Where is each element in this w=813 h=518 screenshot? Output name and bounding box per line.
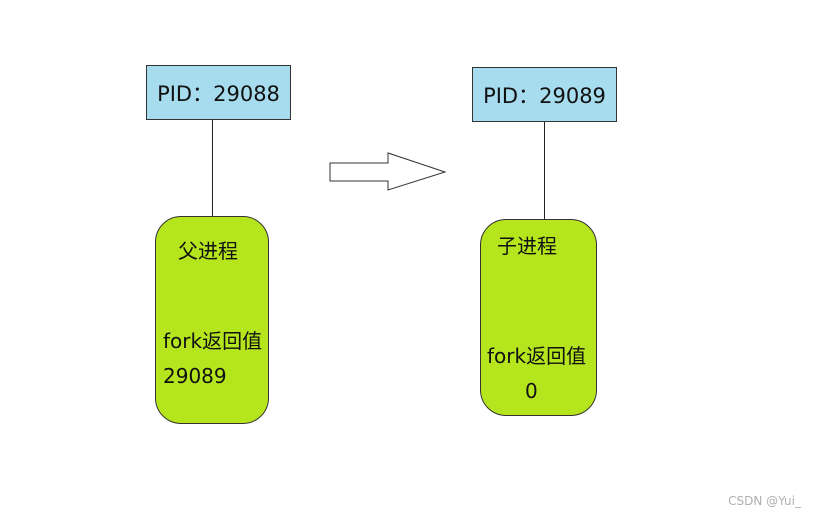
parent-fork-return-label: fork返回值 bbox=[163, 329, 263, 353]
child-fork-return-label: fork返回值 bbox=[487, 344, 587, 368]
parent-process-shape bbox=[155, 216, 269, 424]
parent-connector-line bbox=[212, 120, 213, 217]
parent-pid-label: PID：29088 bbox=[157, 81, 280, 106]
transition-arrow bbox=[329, 152, 447, 191]
child-fork-return-value: 0 bbox=[525, 379, 538, 403]
child-connector-line bbox=[544, 122, 545, 220]
watermark: CSDN @Yui_ bbox=[728, 494, 801, 508]
child-process-shape bbox=[480, 219, 597, 416]
parent-pid-box: PID：29088 bbox=[146, 65, 291, 120]
child-pid-box: PID：29089 bbox=[472, 67, 617, 122]
parent-fork-return-value: 29089 bbox=[163, 364, 227, 388]
parent-process-name: 父进程 bbox=[178, 239, 238, 263]
child-pid-label: PID：29089 bbox=[483, 83, 606, 108]
child-process-name: 子进程 bbox=[497, 234, 557, 258]
